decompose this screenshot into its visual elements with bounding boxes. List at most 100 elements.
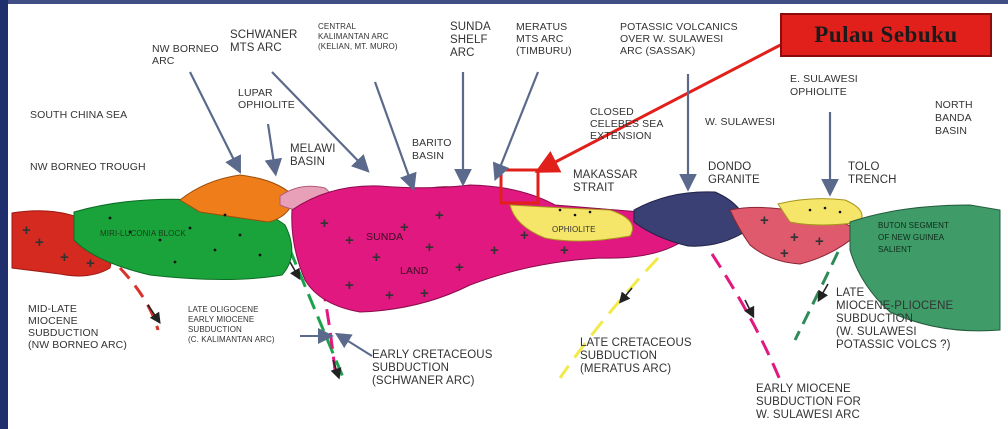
- label-dondo-2: GRANITE: [708, 174, 760, 186]
- label-nw-borneo-arc-2: ARC: [152, 55, 175, 67]
- label-buton-1: BUTON SEGMENT: [878, 221, 949, 230]
- early-cretaceous-pointer: [340, 336, 372, 356]
- label-nw-borneo-arc-1: NW BORNEO: [152, 43, 219, 55]
- label-makassar-1: MAKASSAR: [573, 169, 638, 181]
- label-late-mio-4: (W. SULAWESI: [836, 326, 917, 338]
- svg-text:+: +: [420, 285, 429, 302]
- label-mid-late-3: SUBDUCTION: [28, 327, 98, 339]
- sebuku-pointer-line: [540, 40, 790, 170]
- svg-text:+: +: [790, 229, 799, 246]
- svg-text:+: +: [345, 232, 354, 249]
- label-mid-late-4: (NW BORNEO ARC): [28, 339, 127, 351]
- motion-arrow: [148, 305, 158, 320]
- label-late-mio-5: POTASSIC VOLCS ?): [836, 339, 951, 351]
- label-late-mio-3: SUBDUCTION: [836, 313, 913, 325]
- label-celebes-2: CELEBES SEA: [590, 118, 663, 130]
- svg-text:+: +: [372, 249, 381, 266]
- bottom-labels: MID-LATE MIOCENE SUBDUCTION (NW BORNEO A…: [28, 287, 953, 421]
- label-early-mio-3: W. SULAWESI ARC: [756, 409, 860, 421]
- label-late-olig-3: SUBDUCTION: [188, 325, 242, 334]
- label-early-mio-1: EARLY MIOCENE: [756, 383, 851, 395]
- label-central-kal-1: CENTRAL: [318, 22, 356, 31]
- label-mid-late-1: MID-LATE: [28, 303, 77, 315]
- label-sunda-shelf-2: SHELF: [450, 34, 488, 46]
- label-celebes-1: CLOSED: [590, 106, 634, 118]
- label-late-cret-2: SUBDUCTION: [580, 350, 657, 362]
- label-barito-2: BASIN: [412, 150, 444, 162]
- label-tolo-2: TRENCH: [848, 174, 897, 186]
- label-late-cret-1: LATE CRETACEOUS: [580, 337, 692, 349]
- label-melawi-2: BASIN: [290, 156, 325, 168]
- label-ophiolite: OPHIOLITE: [552, 225, 596, 234]
- label-buton-2: OF NEW GUINEA: [878, 233, 945, 242]
- svg-text:+: +: [345, 277, 354, 294]
- pulau-sebuku-title-box: Pulau Sebuku: [780, 13, 992, 57]
- label-melawi-1: MELAWI: [290, 143, 336, 155]
- label-south-china-sea: SOUTH CHINA SEA: [30, 109, 127, 121]
- label-north-banda-3: BASIN: [935, 125, 967, 137]
- svg-text:+: +: [455, 259, 464, 276]
- label-early-cret-1: EARLY CRETACEOUS: [372, 349, 493, 361]
- label-late-olig-4: (C. KALIMANTAN ARC): [188, 335, 275, 344]
- svg-text:+: +: [86, 255, 95, 272]
- label-tolo-1: TOLO: [848, 161, 880, 173]
- label-meratus-1: MERATUS: [516, 21, 567, 33]
- label-potassic-3: ARC (SASSAK): [620, 45, 695, 57]
- label-w-sulawesi: W. SULAWESI: [705, 116, 775, 128]
- label-potassic-1: POTASSIC VOLCANICS: [620, 21, 738, 33]
- label-potassic-2: OVER W. SULAWESI: [620, 33, 723, 45]
- label-makassar-2: STRAIT: [573, 182, 615, 194]
- label-late-mio-1: LATE: [836, 287, 865, 299]
- late-miocene-subduction-line: [795, 252, 838, 340]
- label-meratus-3: (TIMBURU): [516, 45, 572, 57]
- motion-arrow: [622, 288, 632, 300]
- label-barito-1: BARITO: [412, 137, 452, 149]
- label-meratus-2: MTS ARC: [516, 33, 564, 45]
- svg-text:+: +: [760, 212, 769, 229]
- label-e-sulawesi-1: E. SULAWESI: [790, 73, 858, 85]
- label-buton-3: SALIENT: [878, 245, 912, 254]
- svg-text:+: +: [520, 227, 529, 244]
- label-sunda-shelf-3: ARC: [450, 47, 475, 59]
- label-lupar-2: OPHIOLITE: [238, 99, 295, 111]
- svg-text:+: +: [60, 249, 69, 266]
- w-sulawesi-subduction-line: [712, 254, 780, 380]
- label-schwaner-1: SCHWANER: [230, 29, 297, 41]
- motion-arrow: [820, 284, 828, 298]
- label-central-kal-3: (KELIAN, MT. MURO): [318, 42, 398, 51]
- label-early-mio-2: SUBDUCTION FOR: [756, 396, 861, 408]
- label-late-olig-1: LATE OLIGOCENE: [188, 305, 259, 314]
- label-north-banda-1: NORTH: [935, 99, 973, 111]
- svg-text:+: +: [320, 215, 329, 232]
- svg-text:+: +: [780, 245, 789, 262]
- label-dondo-1: DONDO: [708, 161, 751, 173]
- label-sunda-land-1: SUNDA: [366, 231, 403, 243]
- label-sunda-shelf-1: SUNDA: [450, 21, 491, 33]
- label-early-cret-2: SUBDUCTION: [372, 362, 449, 374]
- label-lupar-1: LUPAR: [238, 87, 273, 99]
- pulau-sebuku-title: Pulau Sebuku: [814, 22, 957, 48]
- label-sunda-land-2: LAND: [400, 265, 429, 277]
- svg-text:+: +: [35, 234, 44, 251]
- motion-arrow: [745, 300, 752, 314]
- label-north-banda-2: BANDA: [935, 112, 972, 124]
- svg-text:+: +: [560, 242, 569, 259]
- label-celebes-3: EXTENSION: [590, 130, 652, 142]
- svg-text:+: +: [490, 242, 499, 259]
- label-late-mio-2: MIOCENE-PLIOCENE: [836, 300, 953, 312]
- label-late-olig-2: EARLY MIOCENE: [188, 315, 254, 324]
- nw-borneo-subduction-line: [120, 268, 158, 330]
- label-nw-borneo-trough: NW BORNEO TROUGH: [30, 161, 146, 173]
- svg-text:+: +: [22, 222, 31, 239]
- svg-text:+: +: [425, 239, 434, 256]
- e-sulawesi-ophiolite-block: [778, 199, 862, 225]
- label-central-kal-2: KALIMANTAN ARC: [318, 32, 389, 41]
- label-early-cret-3: (SCHWANER ARC): [372, 375, 475, 387]
- label-mid-late-2: MIOCENE: [28, 315, 78, 327]
- label-e-sulawesi-2: OPHIOLITE: [790, 86, 847, 98]
- label-schwaner-2: MTS ARC: [230, 42, 282, 54]
- label-late-cret-3: (MERATUS ARC): [580, 363, 671, 375]
- svg-text:+: +: [385, 287, 394, 304]
